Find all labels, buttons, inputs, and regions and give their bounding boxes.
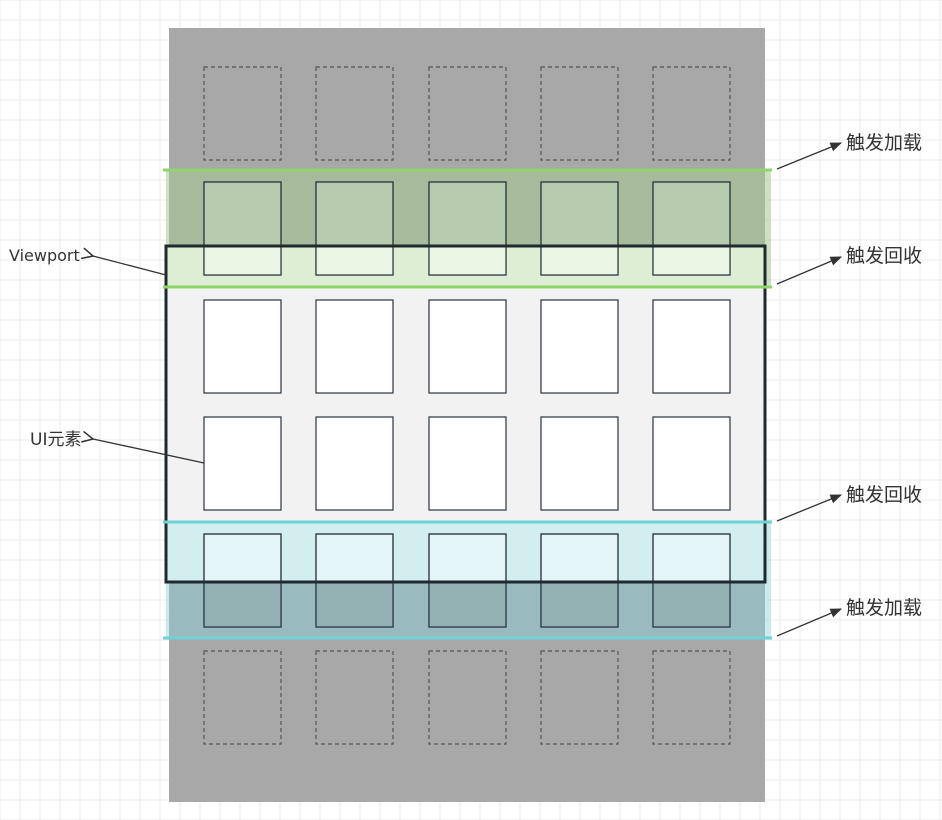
dashed-cell xyxy=(315,66,394,161)
buffer-cell-outline xyxy=(652,181,731,276)
bottom-recycle-arrow xyxy=(776,494,843,522)
viewport-border xyxy=(164,244,767,584)
buffer-cell-hidden-part xyxy=(429,582,506,627)
viewport-pointer xyxy=(93,256,167,276)
viewport-label: Viewport xyxy=(9,246,80,265)
buffer-cell-hidden-part xyxy=(316,582,393,627)
buffer-cell-outline xyxy=(540,181,619,276)
visible-cell xyxy=(428,299,507,394)
buffer-cell-hidden-part xyxy=(204,582,281,627)
dashed-cell xyxy=(540,650,619,745)
visible-cell xyxy=(652,416,731,511)
buffer-cell-hidden-part xyxy=(541,582,618,627)
bottom-load-arrow xyxy=(776,608,843,637)
ui-element-label: UI元素 xyxy=(30,430,81,450)
dashed-cell xyxy=(428,66,507,161)
dashed-cell xyxy=(203,650,282,745)
top-recycle-label: 触发回收 xyxy=(846,245,922,267)
top-recycle-arrow xyxy=(776,256,843,285)
visible-cell xyxy=(428,416,507,511)
top-load-arrow xyxy=(776,142,843,170)
ui-element-pointer xyxy=(93,439,205,464)
buffer-cell-visible-part xyxy=(316,246,393,275)
buffer-cell-outline xyxy=(203,181,282,276)
dashed-cell xyxy=(315,650,394,745)
visible-cell xyxy=(540,416,619,511)
dashed-cell xyxy=(428,650,507,745)
dashed-cell xyxy=(540,66,619,161)
buffer-cell-visible-part xyxy=(541,246,618,275)
buffer-cell-outline xyxy=(315,181,394,276)
bottom-recycle-label: 触发回收 xyxy=(846,484,922,506)
dashed-cell xyxy=(652,66,731,161)
dashed-cell xyxy=(652,650,731,745)
buffer-cell-outline xyxy=(428,181,507,276)
buffer-cell-visible-part xyxy=(204,246,281,275)
buffer-cell-hidden-part xyxy=(653,582,730,627)
visible-cell xyxy=(315,299,394,394)
visible-cell xyxy=(203,416,282,511)
bottom-load-label: 触发加载 xyxy=(846,597,922,619)
dashed-cell xyxy=(203,66,282,161)
visible-cell xyxy=(203,299,282,394)
visible-cell xyxy=(540,299,619,394)
buffer-cell-visible-part xyxy=(653,246,730,275)
visible-cell xyxy=(315,416,394,511)
buffer-cell-visible-part xyxy=(429,246,506,275)
visible-cell xyxy=(652,299,731,394)
top-load-label: 触发加载 xyxy=(846,132,922,154)
